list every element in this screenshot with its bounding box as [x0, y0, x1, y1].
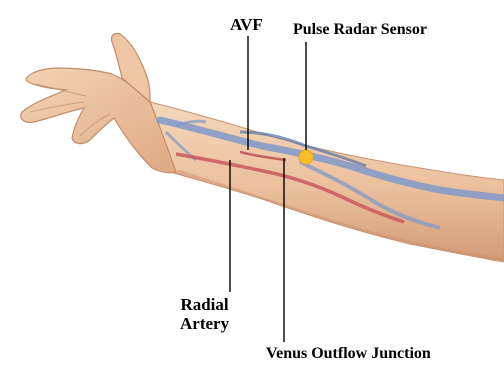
radial-artery-label-line-1: Radial [180, 295, 229, 314]
forearm-shape [150, 102, 504, 262]
radial-artery-label: Radial Artery [180, 295, 229, 333]
venus-outflow-junction-label: Venus Outflow Junction [266, 346, 431, 362]
radial-artery-label-line-2: Artery [180, 314, 229, 333]
pulse-radar-sensor-marker [299, 150, 313, 164]
avf-label: AVF [230, 16, 263, 33]
pulse-radar-sensor-label: Pulse Radar Sensor [293, 22, 427, 38]
